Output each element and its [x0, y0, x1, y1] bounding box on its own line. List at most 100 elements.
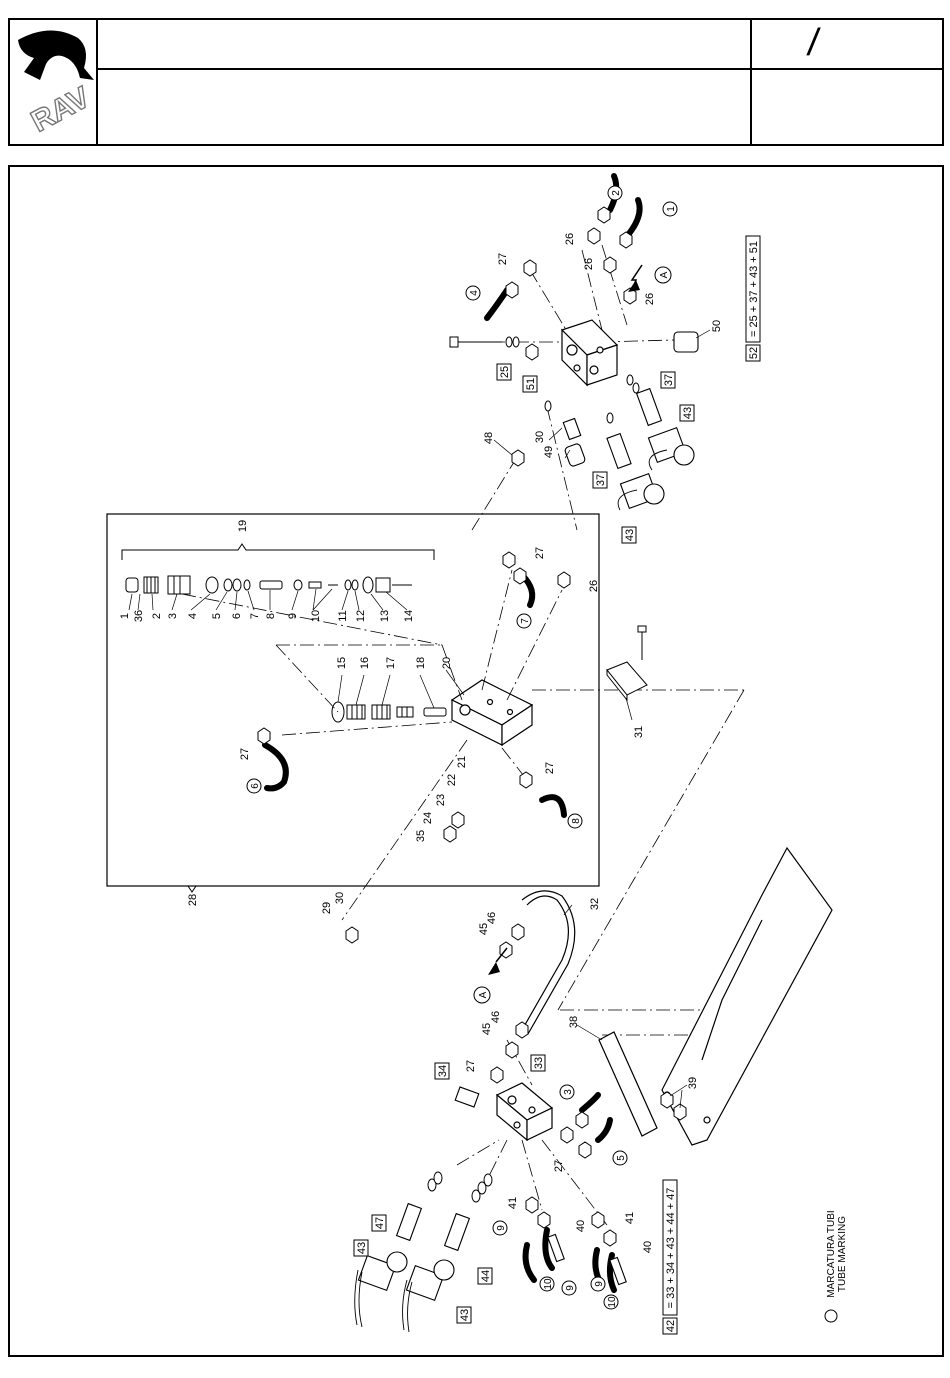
callout-27-a: 27 — [239, 748, 251, 760]
subtitle-cell — [98, 70, 752, 144]
callout-3: 3 — [167, 613, 179, 619]
legend-line-1: MARCATURA TUBI — [826, 1210, 837, 1297]
boxed-43-d: 43 — [459, 1309, 471, 1321]
rav-logo: RAV — [18, 30, 96, 139]
spring-row — [331, 701, 447, 723]
callout-27-e: 27 — [553, 1160, 565, 1172]
manifold-51 — [560, 319, 619, 387]
formula-42-box — [662, 1179, 678, 1316]
callout-50: 50 — [711, 320, 723, 332]
callout-40-a: 40 — [575, 1220, 587, 1232]
callout-28: 28 — [187, 894, 199, 906]
brace-19 — [121, 543, 435, 560]
coil-wires — [354, 449, 668, 1333]
drawing-frame: 2 1 4 A 7 6 8 A 3 5 9 10 9 9 10 1 36 2 3 — [8, 165, 944, 1357]
callout-45-b: 45 — [481, 1023, 493, 1035]
formula-52: = 25 + 37 + 43 + 51 — [748, 241, 760, 337]
callout-27-b: 27 — [544, 762, 556, 774]
callout-23: 23 — [435, 794, 447, 806]
bracket-31 — [606, 625, 648, 702]
boxed-33: 33 — [533, 1057, 545, 1069]
tube-32 — [521, 890, 576, 1035]
callout-16: 16 — [359, 657, 371, 669]
callout-18: 18 — [415, 657, 427, 669]
marker-1: 1 — [666, 206, 677, 212]
marker-5: 5 — [616, 1155, 627, 1161]
inset-box-28 — [106, 513, 600, 887]
callout-26-b: 26 — [564, 233, 576, 245]
code-cell — [752, 70, 942, 144]
callout-45-a: 45 — [478, 923, 490, 935]
callout-35: 35 — [415, 830, 427, 842]
page-number-cell: / — [752, 20, 942, 70]
callout-27-c: 27 — [534, 547, 546, 559]
callout-13: 13 — [379, 610, 391, 622]
callout-26-a: 26 — [588, 580, 600, 592]
logo-text: RAV — [26, 81, 95, 139]
callout-30-a: 30 — [334, 892, 346, 904]
page-separator: / — [805, 22, 822, 64]
boxed-37-b: 37 — [595, 474, 607, 486]
valve-parts-row — [125, 575, 412, 595]
callout-26-d: 26 — [644, 293, 656, 305]
callout-46-b: 46 — [490, 1011, 502, 1023]
callout-14: 14 — [403, 610, 415, 622]
callout-46-a: 46 — [486, 912, 498, 924]
callout-4: 4 — [187, 613, 199, 619]
callout-27-f: 27 — [497, 253, 509, 265]
boxed-25: 25 — [499, 366, 511, 378]
callout-20: 20 — [441, 657, 453, 669]
marker-6: 6 — [250, 783, 261, 789]
arrow-A-markers — [488, 264, 643, 975]
marker-8: 8 — [571, 818, 582, 824]
boxed-47: 47 — [374, 1217, 386, 1229]
marker-7: 7 — [520, 618, 531, 624]
leader-lines — [128, 329, 711, 1109]
solenoids — [357, 331, 699, 1302]
legend-line-2: TUBE MARKING — [837, 1216, 848, 1292]
marker-3: 3 — [563, 1089, 574, 1095]
callout-9: 9 — [287, 613, 299, 619]
marker-9c: 9 — [594, 1281, 605, 1287]
callout-40-b: 40 — [642, 1241, 654, 1253]
callout-48: 48 — [483, 432, 495, 444]
callout-8: 8 — [265, 613, 277, 619]
callout-31: 31 — [633, 726, 645, 738]
callout-2: 2 — [151, 613, 163, 619]
callout-19: 19 — [237, 520, 249, 532]
marker-A-bottom: A — [478, 991, 489, 998]
callout-26-c: 26 — [583, 258, 595, 270]
callout-7: 7 — [249, 613, 261, 619]
tube-markers — [246, 185, 838, 1323]
callout-39: 39 — [687, 1077, 699, 1089]
callout-29: 29 — [321, 902, 333, 914]
marker-10b: 10 — [607, 1296, 618, 1308]
manifold-33 — [495, 1082, 554, 1142]
boxed-42: 42 — [665, 1320, 677, 1332]
valve-block-20 — [450, 679, 534, 747]
callout-49: 49 — [543, 446, 555, 458]
callout-22: 22 — [446, 774, 458, 786]
callout-10: 10 — [310, 610, 322, 622]
callout-27-d: 27 — [465, 1060, 477, 1072]
callout-41-b: 41 — [624, 1212, 636, 1224]
callout-6: 6 — [231, 613, 243, 619]
construction-lines — [181, 244, 745, 1226]
brace-28 — [106, 880, 600, 893]
marker-9b: 9 — [565, 1285, 576, 1291]
boxed-callout-labels: 25 51 37 43 37 43 52 34 33 47 43 44 43 4… — [356, 347, 760, 1332]
plate-38 — [598, 846, 833, 1146]
callout-38: 38 — [568, 1016, 580, 1028]
boxed-callouts — [353, 344, 761, 1335]
callout-21: 21 — [456, 756, 468, 768]
boxed-43-a: 43 — [682, 407, 694, 419]
callout-41-a: 41 — [507, 1197, 519, 1209]
bolt-and-orings — [427, 336, 640, 1203]
callout-24: 24 — [422, 812, 434, 824]
callout-5: 5 — [211, 613, 223, 619]
boxed-52: 52 — [748, 347, 760, 359]
marker-A-top: A — [659, 271, 670, 278]
boxed-43-b: 43 — [624, 529, 636, 541]
formula-42: = 33 + 34 + 43 + 44 + 47 — [665, 1188, 677, 1309]
marker-10a: 10 — [543, 1278, 554, 1290]
